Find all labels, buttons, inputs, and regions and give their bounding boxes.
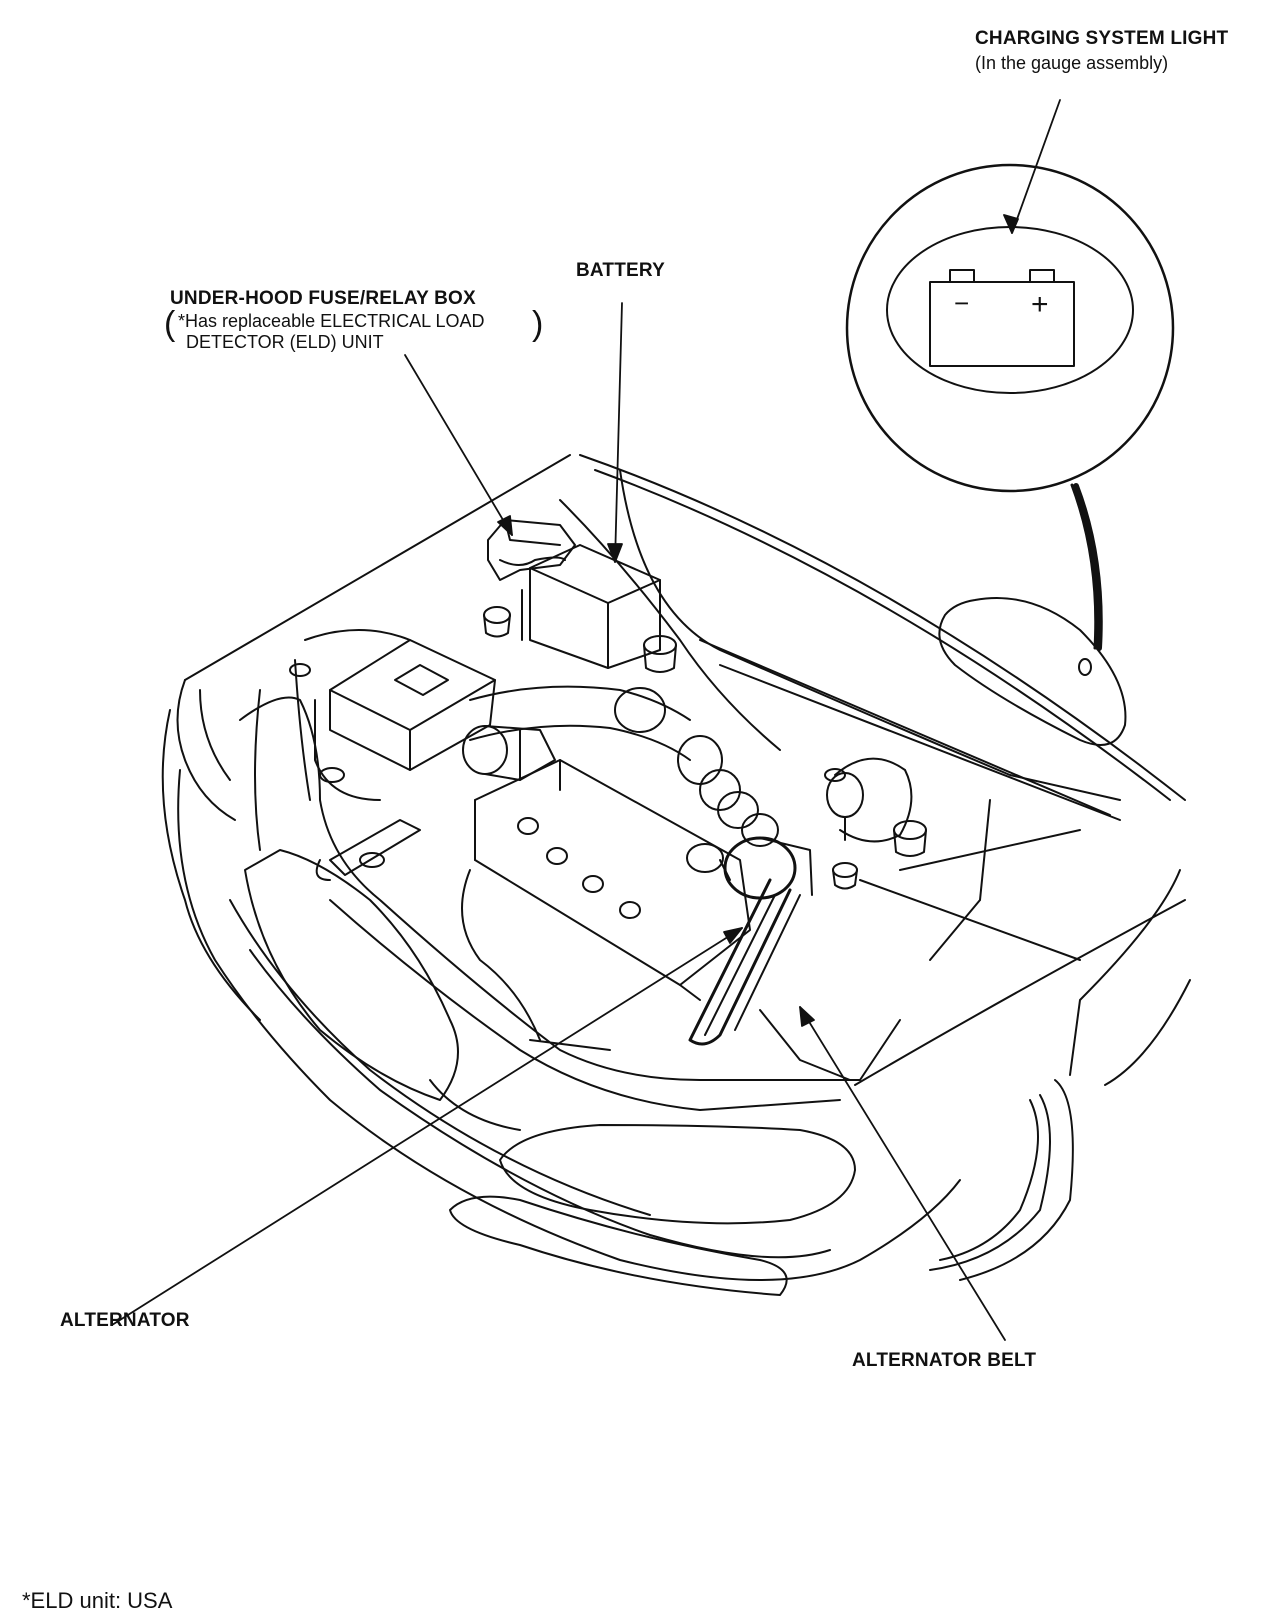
leader-lines [111,99,1061,1341]
brake-booster [826,757,913,843]
alternator-label: ALTERNATOR [60,1310,190,1331]
fuse-box-title: UNDER-HOOD FUSE/RELAY BOX [170,288,476,309]
battery-label: BATTERY [576,260,666,281]
misc-pipes [315,799,1081,1081]
alternator-component [686,836,813,900]
fuse-relay-box [487,519,576,581]
fuse-box-note: ( *Has replaceable ELECTRICAL LOAD DETEC… [164,305,544,352]
fuse-box-note-line1: *Has replaceable ELECTRICAL LOAD [178,311,485,331]
engine-bay-components [289,519,1081,1081]
charging-light-subtitle: (In the gauge assembly) [975,53,1169,73]
air-cleaner [304,629,496,801]
charging-light-title: CHARGING SYSTEM LIGHT [975,28,1229,49]
gauge-assembly [938,597,1127,746]
minus-symbol: − [954,288,969,318]
car-body [161,454,1191,1296]
battery-warning-icon: − + [929,269,1075,367]
battery-component [521,544,661,669]
charging-light-inset: − + [845,163,1175,651]
alternator-belt-component [688,878,801,1046]
plus-symbol: + [1031,288,1049,321]
throttle-body [462,725,556,781]
footnote: *ELD unit: USA [22,1588,173,1613]
alternator-belt-label: ALTERNATOR BELT [852,1350,1037,1371]
reservoir-caps [289,606,927,890]
intake-hose [469,685,779,847]
fuse-box-note-line2: DETECTOR (ELD) UNIT [186,331,384,352]
valve-cover [461,759,751,1051]
